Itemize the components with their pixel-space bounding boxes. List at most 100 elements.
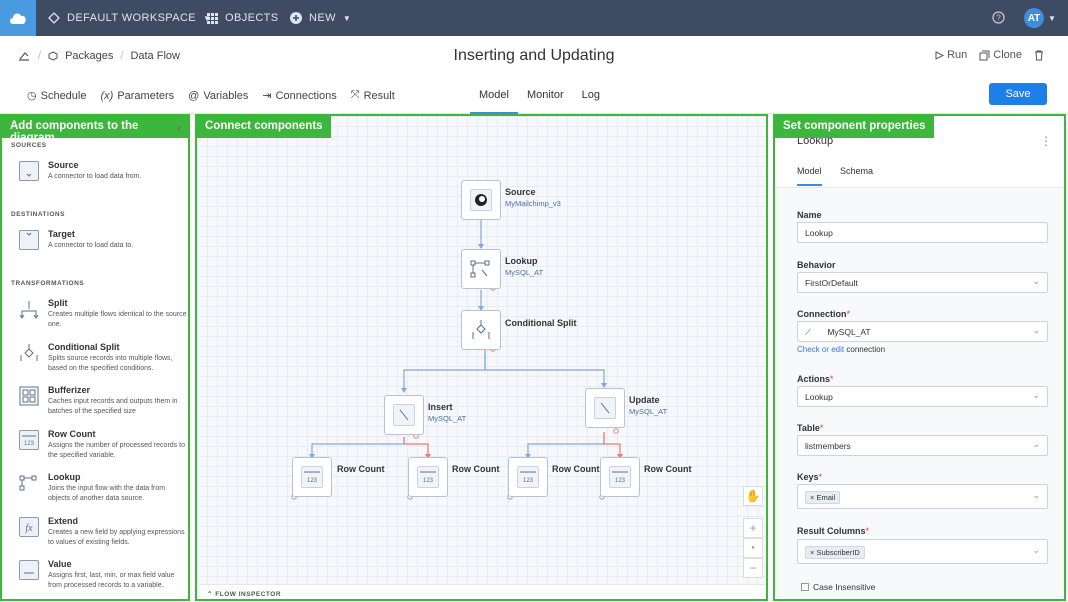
- breadcrumb-data-flow[interactable]: Data Flow: [130, 50, 180, 62]
- tab-model[interactable]: Model: [470, 76, 518, 114]
- svg-text:123: 123: [307, 478, 318, 484]
- tab-model[interactable]: Model: [797, 166, 822, 186]
- target-icon: [19, 230, 39, 250]
- grid-icon: [207, 12, 218, 24]
- properties-tabs: Model Schema: [775, 160, 1064, 188]
- kebab-menu-icon[interactable]: ⋮: [1040, 134, 1052, 148]
- node-conditional-split[interactable]: [461, 310, 501, 350]
- remove-chip-icon[interactable]: ×: [810, 493, 815, 502]
- zoom-in-icon[interactable]: +: [743, 518, 763, 538]
- new-menu[interactable]: NEW ▼: [290, 0, 351, 36]
- keys-multiselect[interactable]: × Email ⌄: [797, 484, 1048, 509]
- result-link[interactable]: ⤧Result: [351, 89, 395, 102]
- result-label: Result: [363, 89, 395, 102]
- node-row-count-1[interactable]: 123: [292, 457, 332, 497]
- chevron-up-icon: ⌃: [207, 591, 213, 598]
- breadcrumb-packages[interactable]: Packages: [65, 50, 114, 62]
- breadcrumb: / Packages / Data Flow: [17, 50, 180, 62]
- behavior-select[interactable]: FirstOrDefault ⌄: [797, 272, 1048, 293]
- node-row-count-4[interactable]: 123: [600, 457, 640, 497]
- tab-monitor[interactable]: Monitor: [526, 89, 564, 101]
- tab-schema[interactable]: Schema: [840, 166, 874, 176]
- connector-csplit-insert: [403, 350, 486, 390]
- clone-button[interactable]: Clone: [979, 49, 1022, 61]
- objects-label: OBJECTS: [225, 12, 279, 24]
- objects-menu[interactable]: OBJECTS: [207, 0, 279, 36]
- result-column-chip[interactable]: × SubscriberID: [805, 546, 865, 559]
- actions-select[interactable]: Lookup ⌄: [797, 386, 1048, 407]
- chevron-down-icon: ⌄: [1032, 545, 1040, 555]
- node-insert[interactable]: [384, 395, 424, 435]
- expand-icon: ⤧: [350, 89, 360, 101]
- zoom-out-icon[interactable]: −: [743, 558, 763, 578]
- svg-text:123: 123: [423, 478, 434, 484]
- result-columns-label: Result Columns*: [797, 526, 869, 536]
- component-description: Creates multiple flows identical to the …: [48, 311, 187, 328]
- save-button[interactable]: Save: [989, 83, 1047, 105]
- svg-text:123: 123: [523, 478, 534, 484]
- transformations-heading: TRANSFORMATIONS: [11, 280, 85, 287]
- result-chip-label: SubscriberID: [816, 548, 860, 557]
- chevron-down-icon: ⌄: [1032, 439, 1040, 449]
- connection-label: Connection*: [797, 309, 850, 319]
- help-circle-icon[interactable]: ?: [992, 11, 1005, 27]
- chevron-down-icon[interactable]: ▼: [1048, 14, 1056, 23]
- connections-label: Connections: [275, 89, 337, 102]
- home-icon[interactable]: [17, 50, 31, 62]
- name-field[interactable]: Lookup: [797, 222, 1048, 243]
- required-marker: *: [830, 374, 834, 384]
- diagram-canvas[interactable]: Connect components: [195, 114, 768, 601]
- node-rc2-label: Row Count: [452, 464, 500, 474]
- chevron-down-icon: ⌄: [1032, 390, 1040, 400]
- component-description: A connector to load data to.: [48, 242, 134, 249]
- node-update[interactable]: [585, 388, 625, 428]
- remove-chip-icon[interactable]: ×: [810, 548, 815, 557]
- parameters-link[interactable]: (x)Parameters: [100, 89, 174, 102]
- chevron-down-icon: ⌄: [1032, 325, 1040, 335]
- component-name: Lookup: [48, 472, 81, 482]
- run-button[interactable]: Run: [935, 49, 967, 61]
- source-icon: [19, 161, 39, 181]
- schedule-link[interactable]: ◷Schedule: [27, 89, 86, 103]
- component-name: Extend: [48, 516, 79, 526]
- variables-link[interactable]: @Variables: [188, 89, 248, 102]
- hand-pan-icon[interactable]: ✋: [743, 486, 763, 506]
- properties-panel: Lookup Set component properties ⋮ Model …: [773, 114, 1066, 601]
- table-select[interactable]: listmembers ⌄: [797, 435, 1048, 456]
- trash-icon: [1035, 50, 1043, 60]
- workspace-switcher[interactable]: DEFAULT WORKSPACE ▼: [48, 0, 211, 36]
- zoom-reset-icon[interactable]: ●: [743, 538, 763, 558]
- connection-select[interactable]: ⟋ MySQL_AT ⌄: [797, 321, 1048, 342]
- function-icon: (x): [100, 89, 114, 102]
- delete-button[interactable]: [1034, 50, 1044, 61]
- flow-inspector-toggle[interactable]: ⌃ FLOW INSPECTOR: [199, 584, 766, 599]
- node-source[interactable]: [461, 180, 501, 220]
- breadcrumb-separator: /: [38, 50, 42, 62]
- node-row-count-3[interactable]: 123: [508, 457, 548, 497]
- case-insensitive-checkbox[interactable]: [801, 583, 809, 591]
- svg-text:?: ?: [996, 14, 1001, 23]
- key-chip[interactable]: × Email: [805, 491, 841, 504]
- user-avatar[interactable]: AT: [1024, 8, 1044, 28]
- component-name: Conditional Split: [48, 342, 120, 352]
- table-value: listmembers: [805, 441, 851, 451]
- result-columns-multiselect[interactable]: × SubscriberID ⌄: [797, 539, 1048, 564]
- clone-label: Clone: [993, 49, 1022, 61]
- svg-text:123: 123: [24, 441, 35, 447]
- lookup-icon: [470, 258, 492, 280]
- chevron-left-icon[interactable]: ‹: [177, 121, 181, 135]
- connections-link[interactable]: ⇥Connections: [262, 89, 337, 103]
- node-row-count-2[interactable]: 123: [408, 457, 448, 497]
- tab-log[interactable]: Log: [581, 89, 601, 101]
- check-edit-link[interactable]: Check or edit: [797, 345, 845, 354]
- node-update-connection: MySQL_AT: [629, 407, 668, 416]
- app-logo[interactable]: [0, 0, 36, 36]
- component-description: Assigns first, last, min, or max field v…: [48, 572, 175, 589]
- bufferizer-icon: [19, 386, 39, 406]
- case-insensitive-option[interactable]: Case Insensitive: [801, 582, 875, 592]
- copy-icon: [979, 50, 990, 60]
- component-name: Value: [48, 559, 72, 569]
- actions-label: Actions*: [797, 374, 834, 384]
- node-lookup[interactable]: [461, 249, 501, 289]
- run-label: Run: [947, 49, 968, 61]
